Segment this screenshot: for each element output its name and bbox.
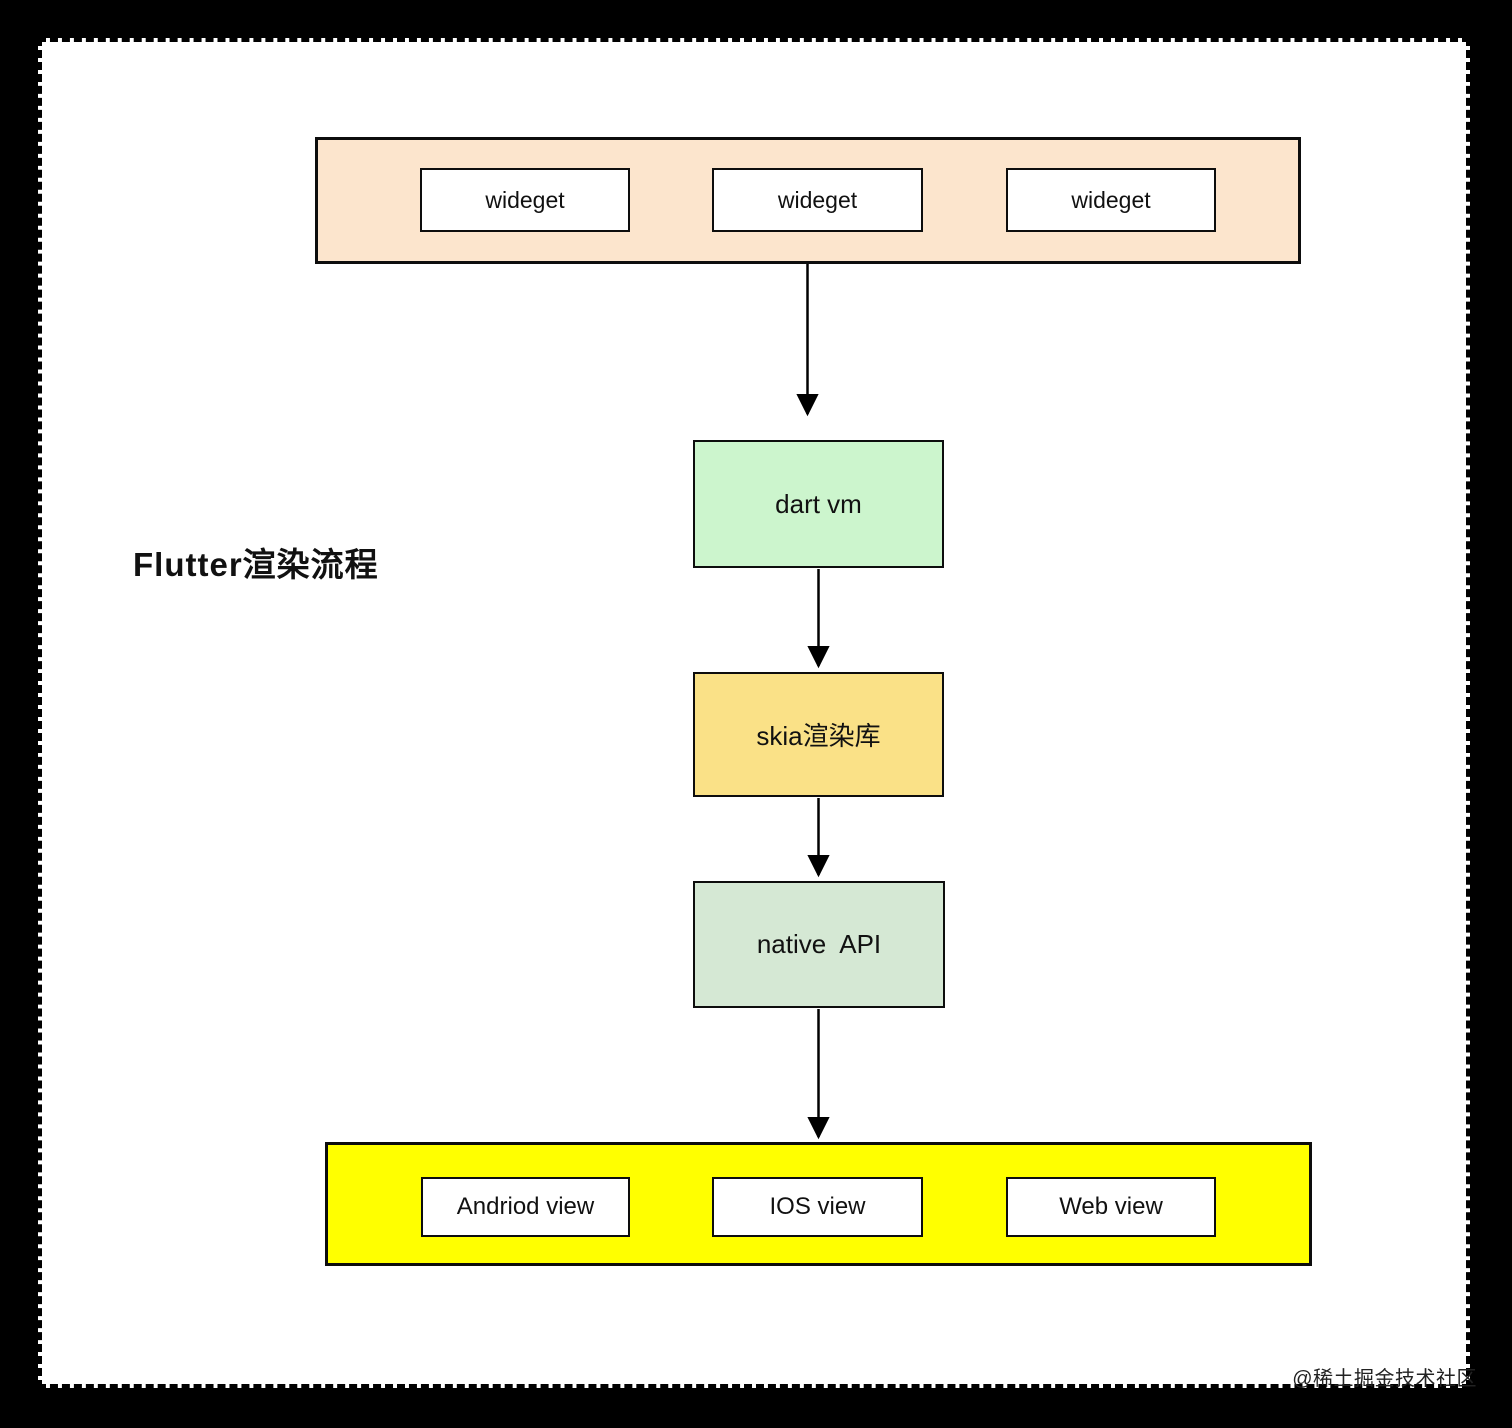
widget-box-2-label: wideget [777,186,858,213]
node-native-api-label: native API [756,929,882,959]
view-box-ios: IOS view [712,1177,923,1237]
widget-box-3: wideget [1006,168,1216,232]
watermark: @稀土掘金技术社区 [1292,1368,1477,1390]
view-box-android-label: Andriod view [456,1193,595,1220]
widget-box-2: wideget [712,168,923,232]
widget-box-1-label: wideget [485,186,565,213]
node-native-api: native API [693,881,945,1008]
view-box-web-label: Web view [1059,1193,1163,1220]
view-box-ios-label: IOS view [769,1193,866,1220]
node-dart-vm: dart vm [693,440,944,568]
node-skia-render-lib: skia渲染库 [693,672,944,797]
view-box-android: Andriod view [421,1177,630,1237]
node-skia-label: skia渲染库 [756,721,881,751]
widget-box-1: wideget [420,168,630,232]
diagram-title: Flutter渲染流程 [133,546,379,583]
node-dart-vm-label: dart vm [775,488,862,519]
view-box-web: Web view [1006,1177,1216,1237]
widget-box-3-label: wideget [1071,186,1151,213]
